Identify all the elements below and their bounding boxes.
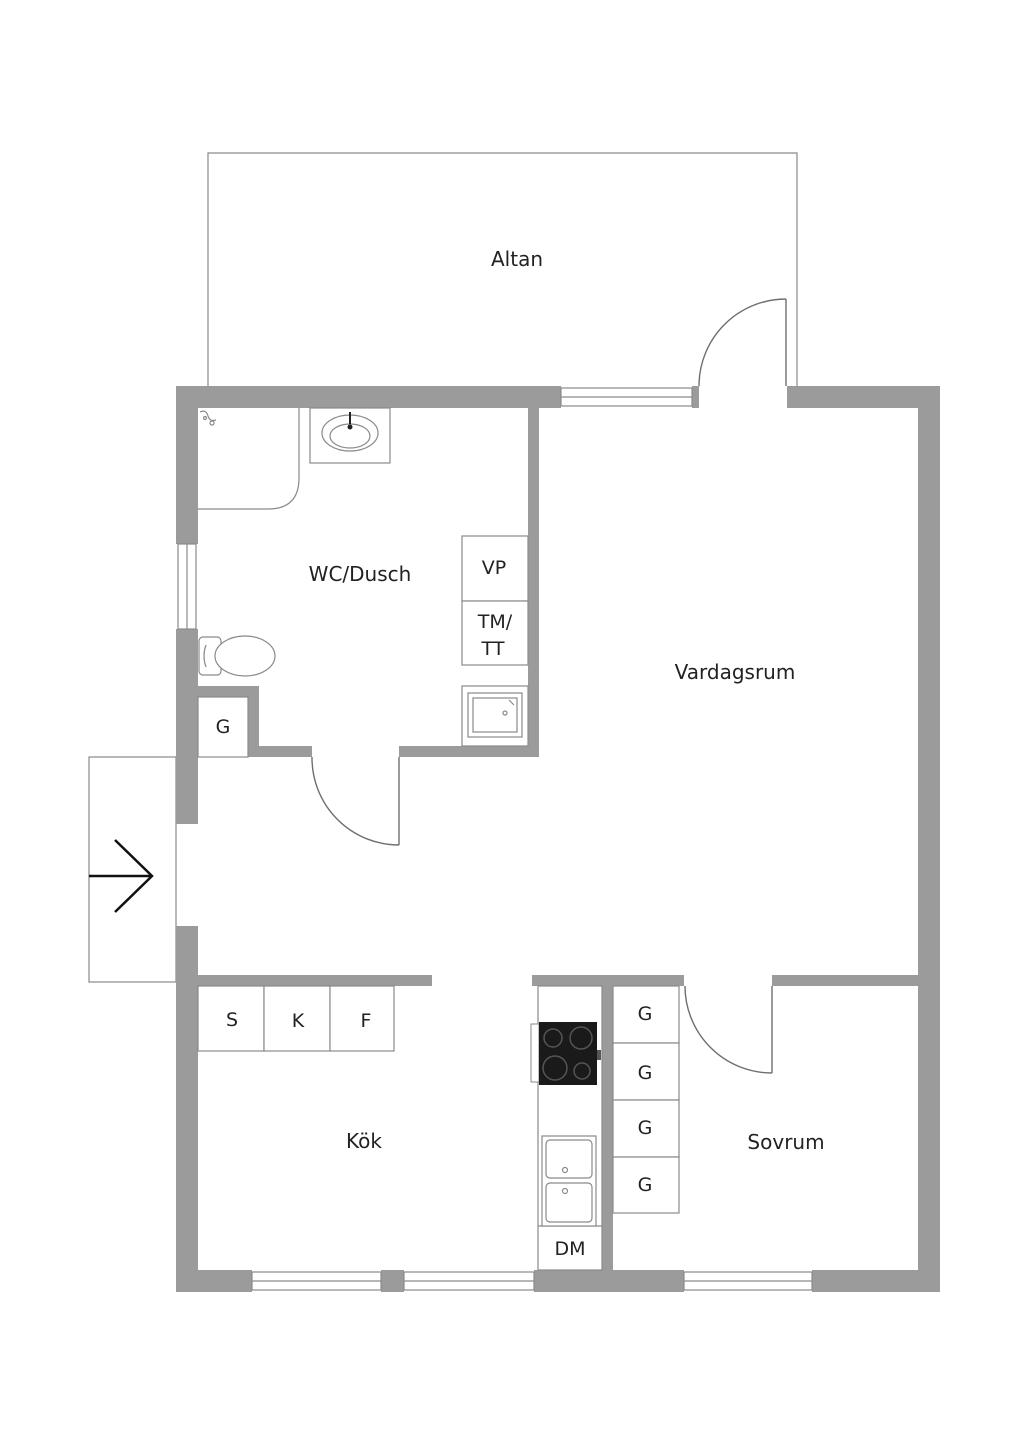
balcony-outline — [207, 152, 798, 387]
kitchen-appliances — [197, 985, 395, 1052]
doors — [311, 298, 787, 1074]
label-dishwasher: DM — [554, 1238, 585, 1260]
kitchen-sink-icon — [541, 1135, 597, 1227]
wc-door — [311, 756, 400, 846]
entrance-landing — [88, 756, 177, 983]
water-heater-box — [461, 535, 529, 602]
windows — [177, 387, 813, 1291]
interior-walls — [198, 408, 918, 1270]
balcony-door — [698, 298, 787, 387]
toilet-icon — [198, 635, 276, 677]
exterior-walls — [176, 386, 940, 1292]
label-tt: TT — [481, 638, 505, 660]
label-wardrobe: G — [638, 1062, 653, 1084]
room-label-vardagsrum: Vardagsrum — [675, 660, 796, 684]
label-wardrobe: G — [638, 1174, 653, 1196]
label-freezer: F — [361, 1010, 372, 1032]
label-wardrobe: G — [638, 1003, 653, 1025]
room-label-kok: Kök — [346, 1129, 382, 1153]
shower — [198, 408, 300, 510]
room-label-altan: Altan — [491, 247, 543, 271]
utility-sink-icon — [467, 692, 523, 738]
cooktop-icon — [530, 1022, 601, 1085]
shower-head-icon — [199, 410, 217, 426]
washer-dryer-box — [461, 600, 529, 666]
room-label-wc-dusch: WC/Dusch — [309, 562, 412, 586]
bedroom-door — [684, 985, 773, 1074]
label-wardrobe: G — [638, 1117, 653, 1139]
entrance-arrow-icon — [89, 839, 154, 913]
label-fridge: K — [292, 1010, 305, 1032]
label-vp: VP — [482, 557, 506, 579]
label-hall-closet: G — [216, 716, 231, 738]
label-sink: S — [226, 1009, 238, 1031]
wardrobes — [612, 985, 680, 1214]
hall-closet — [197, 696, 249, 758]
room-label-sovrum: Sovrum — [747, 1130, 824, 1154]
label-tm: TM/ — [477, 611, 513, 633]
washbasin-icon — [309, 407, 391, 464]
